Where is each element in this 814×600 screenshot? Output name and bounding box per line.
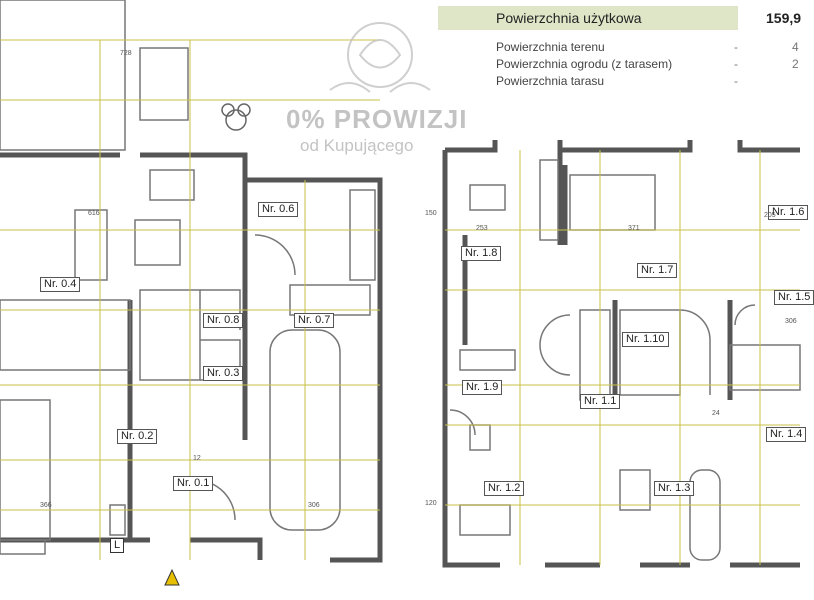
dimension-label: 371 [628, 225, 640, 232]
land-area-dash: - [734, 40, 738, 54]
garden-area-label: Powierzchnia ogrodu (z tarasem) [496, 57, 673, 71]
ground-floor-grid [0, 39, 380, 560]
land-area-value: 4 [792, 40, 799, 54]
first-floor-grid [445, 150, 800, 565]
dimension-label: 306 [308, 502, 320, 509]
room-label-1-8: Nr. 1.8 [461, 246, 502, 261]
room-label-1-6: Nr. 1.6 [768, 205, 809, 220]
room-label-0-4: Nr. 0.4 [40, 277, 81, 292]
watermark-logo [329, 22, 431, 93]
room-label-0-2: Nr. 0.2 [117, 429, 158, 444]
room-label-0-6: Nr. 0.6 [258, 202, 299, 217]
garden-area-dash: - [734, 57, 738, 71]
room-label-0-8: Nr. 0.8 [203, 313, 244, 328]
room-label-0-1: Nr. 0.1 [173, 476, 214, 491]
land-area-label: Powierzchnia terenu [496, 40, 605, 54]
dimension-label: 306 [785, 318, 797, 325]
dimension-label: 728 [120, 50, 132, 57]
terrace-area-dash: - [734, 74, 738, 88]
room-label-1-5: Nr. 1.5 [774, 290, 814, 305]
ground-floor-inner-lines [0, 0, 376, 555]
watermark-commission-text: 0% PROWIZJI [286, 104, 468, 134]
ground-floor-tree [221, 103, 251, 131]
dimension-label: 120 [425, 500, 437, 507]
watermark-buyer-text: od Kupującego [300, 136, 414, 155]
room-label-1-1: Nr. 1.1 [580, 394, 621, 409]
dimension-label: 366 [40, 502, 52, 509]
first-floor-plan [442, 140, 800, 568]
lift-symbol: L [110, 538, 125, 553]
usable-area-label: Powierzchnia użytkowa [496, 10, 642, 26]
dimension-label: 12 [193, 455, 201, 462]
dimension-label: 616 [88, 210, 100, 217]
room-label-1-7: Nr. 1.7 [637, 263, 678, 278]
room-label-1-10: Nr. 1.10 [622, 332, 669, 347]
usable-area-value: 159,9 [738, 6, 801, 30]
room-label-1-9: Nr. 1.9 [462, 380, 503, 395]
dimension-label: 253 [476, 225, 488, 232]
terrace-area-label: Powierzchnia tarasu [496, 74, 605, 88]
dimension-label: 205 [764, 212, 776, 219]
dimension-label: 150 [425, 210, 437, 217]
entrance-arrow [164, 568, 180, 586]
dimension-label: 24 [712, 410, 720, 417]
room-label-0-3: Nr. 0.3 [203, 366, 244, 381]
room-label-1-4: Nr. 1.4 [766, 427, 807, 442]
room-label-1-3: Nr. 1.3 [654, 481, 695, 496]
garden-area-value: 2 [792, 57, 799, 71]
first-floor-inner-lines [449, 159, 801, 561]
room-label-0-7: Nr. 0.7 [294, 313, 335, 328]
room-label-1-2: Nr. 1.2 [484, 481, 525, 496]
